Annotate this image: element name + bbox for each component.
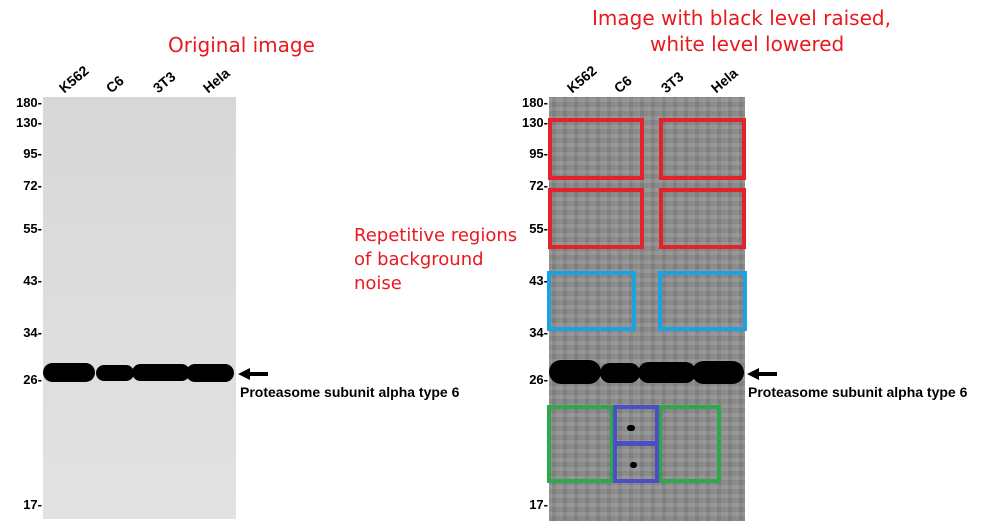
left-band-c6 — [96, 365, 134, 381]
cyan-highlight-box-right — [658, 271, 747, 331]
right-band-3t3 — [638, 362, 696, 383]
left-lane-label-hela: Hela — [199, 64, 233, 96]
left-arrow-icon — [238, 368, 268, 380]
left-lane-label-k562: K562 — [55, 62, 92, 96]
left-marker-95: 95- — [23, 146, 42, 161]
right-protein-label: Proteasome subunit alpha type 6 — [748, 384, 968, 400]
left-marker-130: 130- — [15, 115, 42, 130]
right-lane-label-k562: K562 — [563, 62, 600, 96]
background-noise-annotation: Repetitive regions of background noise — [354, 225, 518, 294]
right-lane-label-hela: Hela — [707, 64, 741, 96]
left-marker-43: 43- — [23, 273, 42, 288]
left-band-3t3 — [132, 364, 190, 381]
right-band-hela — [692, 361, 744, 384]
left-lane-label-3t3: 3T3 — [149, 68, 179, 96]
left-marker-72: 72- — [23, 178, 42, 193]
right-marker-55: 55- — [529, 221, 548, 236]
left-panel-title: Original image — [168, 33, 315, 57]
left-marker-180: 180- — [15, 95, 42, 110]
right-lane-label-3t3: 3T3 — [657, 68, 687, 96]
left-marker-17: 17- — [23, 497, 42, 512]
right-lane-label-c6: C6 — [610, 72, 635, 96]
left-blot-membrane — [43, 97, 236, 519]
right-marker-43: 43- — [529, 273, 548, 288]
blue-highlight-box-upper — [613, 405, 659, 445]
left-band-hela — [186, 364, 234, 382]
right-blot-membrane — [549, 97, 745, 521]
right-marker-17: 17- — [529, 497, 548, 512]
right-dot-c6-upper — [627, 425, 635, 431]
red-highlight-box-mid-left — [548, 188, 644, 249]
cyan-highlight-box-left — [547, 271, 636, 331]
right-band-k562 — [549, 360, 601, 384]
blue-highlight-box-lower — [613, 442, 659, 483]
right-marker-95: 95- — [529, 146, 548, 161]
right-marker-130: 130- — [521, 115, 548, 130]
left-band-k562 — [43, 363, 95, 382]
left-marker-34: 34- — [23, 325, 42, 340]
right-marker-34: 34- — [529, 325, 548, 340]
right-marker-26: 26- — [529, 372, 548, 387]
right-dot-c6-lower — [630, 462, 637, 468]
right-marker-180: 180- — [521, 95, 548, 110]
right-band-c6 — [600, 363, 640, 383]
left-lane-label-c6: C6 — [102, 72, 127, 96]
right-panel-title-line1: Image with black level raised, — [592, 6, 891, 30]
red-highlight-box-mid-right — [659, 188, 746, 249]
red-highlight-box-top-left — [548, 118, 644, 180]
green-highlight-box-left — [547, 405, 614, 483]
left-marker-26: 26- — [23, 372, 42, 387]
right-panel-title-line2: white level lowered — [650, 32, 845, 56]
red-highlight-box-top-right — [659, 118, 746, 180]
right-marker-72: 72- — [529, 178, 548, 193]
left-protein-label: Proteasome subunit alpha type 6 — [240, 384, 460, 400]
right-arrow-icon — [747, 368, 777, 380]
left-marker-55: 55- — [23, 221, 42, 236]
green-highlight-box-right — [658, 405, 721, 483]
